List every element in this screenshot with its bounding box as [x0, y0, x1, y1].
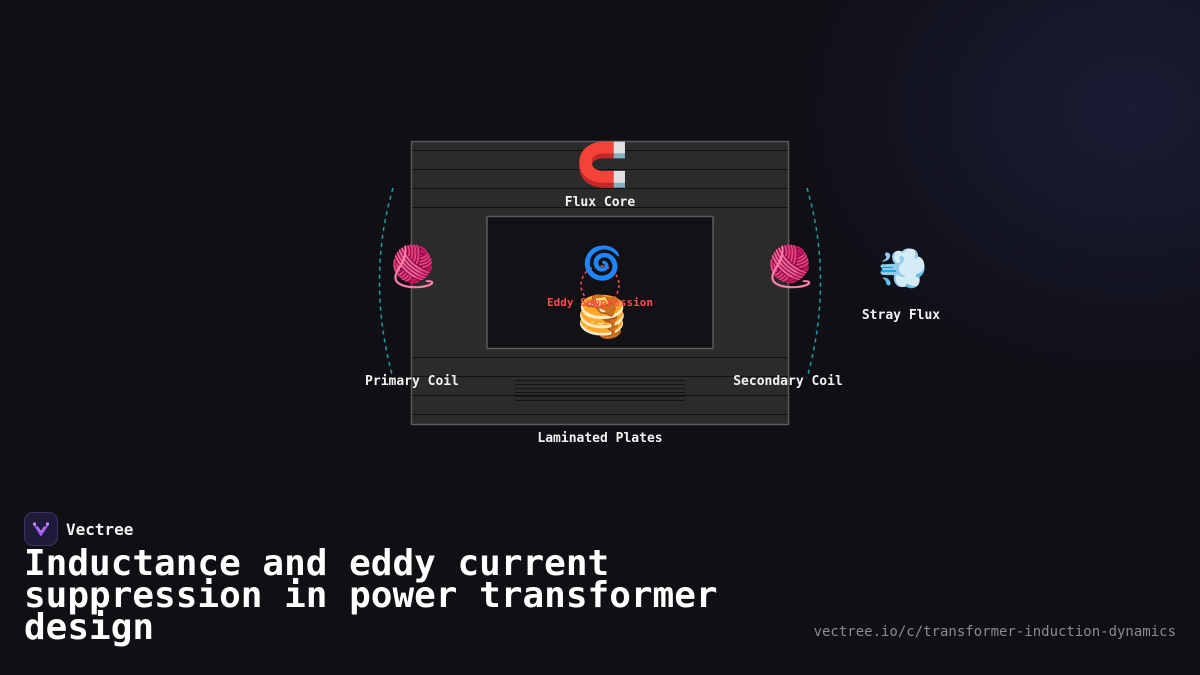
magnet-icon: 🧲	[576, 140, 629, 189]
stray-flux-label: Stray Flux	[861, 308, 941, 323]
brand[interactable]: Vectree	[24, 512, 133, 546]
source-url[interactable]: vectree.io/c/transformer-induction-dynam…	[813, 624, 1176, 640]
eddy-suppression-label: Eddy Suppression	[547, 296, 653, 309]
top-laminations	[412, 150, 788, 208]
brand-name: Vectree	[66, 519, 134, 539]
vectree-logo-icon	[24, 512, 58, 546]
eddy-ring	[580, 265, 620, 305]
page-title: Inductance and eddy current suppression …	[24, 543, 718, 648]
primary-coil-yarn-icon: 🧶	[388, 244, 438, 290]
primary-field-line	[378, 187, 394, 379]
eddy-swirl-icon: 🌀	[582, 244, 622, 282]
secondary-coil-label: Secondary Coil	[733, 374, 843, 389]
bottom-laminations	[412, 357, 788, 415]
secondary-field-line	[806, 187, 822, 379]
laminated-plates-pancake-icon: 🥞	[577, 294, 627, 340]
laminated-plate-lines	[515, 380, 685, 401]
stray-flux-wind-icon: 💨	[878, 246, 928, 292]
primary-coil-label: Primary Coil	[365, 374, 459, 389]
core-window	[486, 215, 714, 350]
secondary-coil-yarn-icon: 🧶	[765, 244, 815, 290]
laminated-plates-label: Laminated Plates	[537, 431, 663, 446]
flux-core-label: Flux Core	[564, 195, 636, 210]
